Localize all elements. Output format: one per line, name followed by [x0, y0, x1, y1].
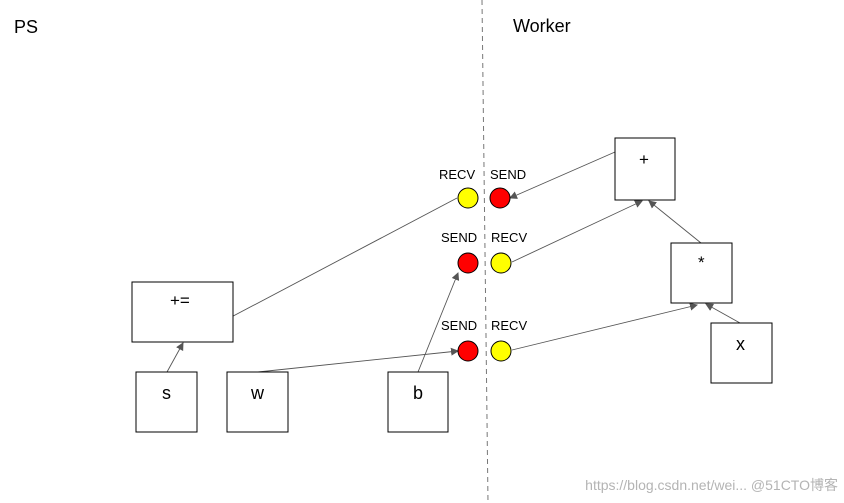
port-label-row3-right: RECV: [491, 318, 527, 333]
watermark-text: https://blog.csdn.net/wei... @51CTO博客: [585, 477, 838, 493]
add-label: +: [639, 150, 649, 169]
s-label: s: [162, 383, 171, 403]
port-label-row2-right: RECV: [491, 230, 527, 245]
port-label-row3-left: SEND: [441, 318, 477, 333]
plus-assign-label: +=: [170, 291, 190, 310]
nodes: [131, 137, 773, 433]
ps-section-title: PS: [14, 17, 38, 37]
x-label: x: [736, 334, 745, 354]
port-label-row2-left: SEND: [441, 230, 477, 245]
add-node: [614, 137, 676, 201]
ps-worker-divider: [481, 0, 489, 503]
edge-w-to-send: [257, 347, 459, 373]
mul-label: *: [698, 253, 705, 272]
w-label: w: [250, 383, 265, 403]
plus-assign-node: [131, 281, 234, 343]
edge-b-to-send: [417, 272, 460, 373]
ports: [457, 187, 512, 362]
send-port-ps-row3: [457, 340, 479, 362]
edge-recv-to-mul: [511, 302, 698, 351]
edge-recv-to-add: [511, 200, 643, 263]
port-label-row1-right: SEND: [490, 167, 526, 182]
w-node: [226, 371, 289, 433]
x-node: [710, 322, 773, 384]
edge-add-to-send: [509, 151, 616, 199]
mul-node: [670, 242, 733, 304]
b-label: b: [413, 383, 423, 403]
s-node: [135, 371, 198, 433]
b-node: [387, 371, 449, 433]
recv-port-worker-row3: [490, 340, 512, 362]
recv-port-worker-row2: [490, 252, 512, 274]
edge-mul-to-add: [648, 200, 702, 244]
edge-s-to-plus-assign: [166, 342, 184, 373]
worker-section-title: Worker: [513, 16, 571, 36]
send-port-ps-row2: [457, 252, 479, 274]
port-label-row1-left: RECV: [439, 167, 475, 182]
recv-port-ps-row1: [457, 187, 479, 209]
edge-x-to-mul: [705, 303, 741, 324]
send-port-worker-row1: [489, 187, 511, 209]
